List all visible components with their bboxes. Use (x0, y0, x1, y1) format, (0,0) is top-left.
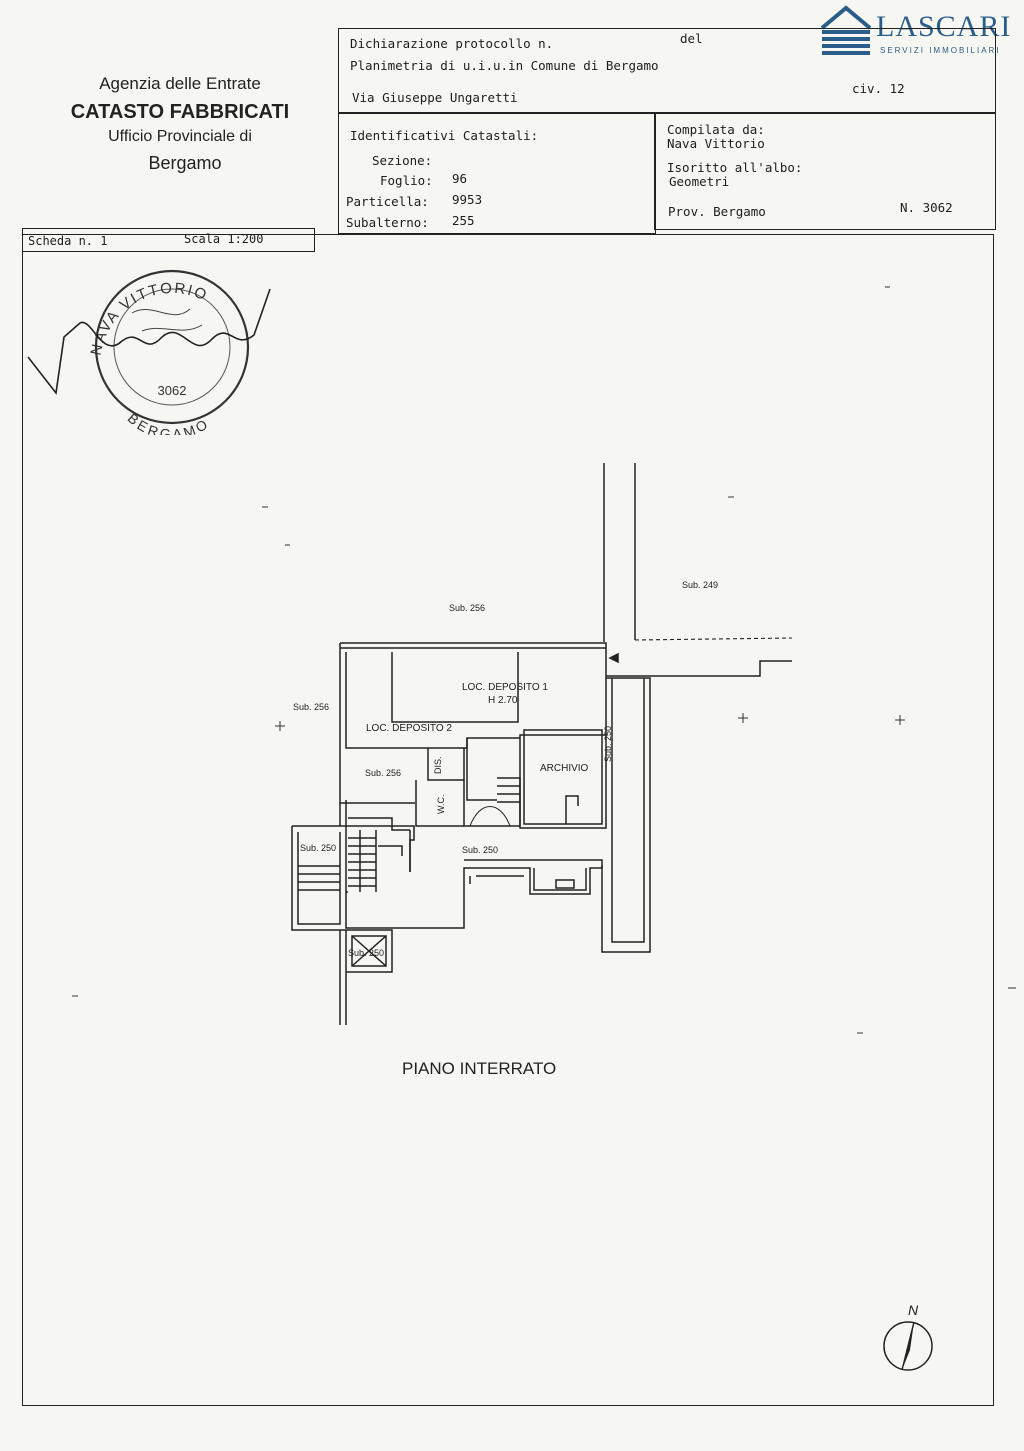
agency-line2: CATASTO FABBRICATI (70, 101, 290, 123)
address-text: Via Giuseppe Ungaretti (352, 90, 518, 105)
professional-stamp-icon: NAVA VITTORIO BERGAMO 3062 (27, 269, 271, 435)
particella-label: Particella: (346, 194, 429, 209)
albo-value: Geometri (669, 174, 730, 189)
subalterno-value: 255 (452, 213, 475, 228)
sub249-label: Sub. 249 (682, 580, 719, 590)
room-dis-label: DIS. (433, 756, 443, 774)
albo-number: N. 3062 (900, 200, 953, 215)
house-logo-icon (820, 5, 872, 55)
room-archivio-label: ARCHIVIO (540, 763, 589, 774)
prov-text: Prov. Bergamo (668, 204, 766, 219)
subalterno-label: Subalterno: (346, 215, 429, 230)
north-letter: N (908, 1302, 919, 1318)
compiler-box (654, 112, 996, 230)
floor-title: PIANO INTERRATO (402, 1059, 557, 1078)
protocol-box (338, 28, 996, 114)
logo-tagline: SERVIZI IMMOBILIARI (880, 46, 1001, 55)
del-label: del (680, 31, 703, 46)
foglio-value: 96 (452, 171, 468, 186)
room-wc-label: W.C. (436, 794, 446, 815)
sub256-left-label: Sub. 256 (293, 702, 330, 712)
lascari-logo: LASCARI SERVIZI IMMOBILIARI (818, 2, 1024, 64)
stamp-number-text: 3062 (158, 383, 187, 398)
particella-value: 9953 (452, 192, 483, 207)
sub250-left-label: Sub. 250 (300, 843, 337, 853)
civ-text: civ. 12 (852, 81, 905, 96)
agency-line3: Ufficio Provinciale di (108, 128, 252, 145)
logo-name: LASCARI (876, 10, 1012, 43)
agency-line4: Bergamo (148, 153, 222, 173)
sub250-center-label: Sub. 250 (462, 845, 499, 855)
identifiers-box (338, 112, 656, 234)
planimetry-text: Planimetria di u.i.u.in Comune di Bergam… (350, 58, 659, 73)
identifiers-title: Identificativi Catastali: (350, 128, 539, 143)
sub250-vertical-label: Sub. 250 (603, 725, 613, 762)
compiler-name: Nava Vittorio (667, 136, 765, 151)
protocol-label: Dichiarazione protocollo n. (350, 36, 554, 51)
room-deposito2-label: LOC. DEPOSITO 2 (366, 723, 452, 734)
room-deposito1-label: LOC. DEPOSITO 1 (462, 682, 548, 693)
room-height-label: H 2.70 (488, 695, 518, 706)
agency-line1: Agenzia delle Entrate (99, 74, 261, 93)
albo-label: Isoritto all'albo: (667, 160, 803, 175)
sezione-label: Sezione: (372, 153, 433, 168)
scheda-text: Scheda n. 1 (28, 234, 108, 248)
north-arrow-icon (883, 1321, 933, 1371)
sub250-bottom-label: Sub. 250 (348, 948, 385, 958)
foglio-label: Foglio: (380, 173, 433, 188)
compiler-label: Compilata da: (667, 122, 765, 137)
drawing-frame (22, 234, 994, 1406)
sub256-mid-label: Sub. 256 (365, 768, 402, 778)
sub256-top-label: Sub. 256 (449, 603, 486, 613)
scala-text: Scala 1:200 (184, 232, 264, 246)
